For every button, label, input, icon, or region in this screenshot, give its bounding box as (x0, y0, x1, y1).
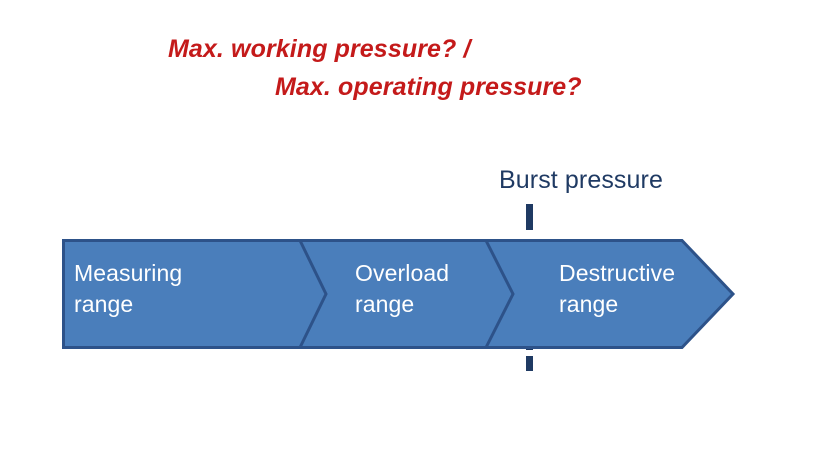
dash-segment-5 (526, 356, 533, 371)
dash-segment-1 (526, 204, 533, 230)
stage-label-overload-range: Overload range (355, 258, 449, 320)
max-operating-pressure-annotation: Max. operating pressure? (275, 73, 582, 101)
stage-label-measuring-range: Measuring range (74, 258, 182, 320)
chevron-divider-2 (484, 239, 515, 349)
burst-pressure-label: Burst pressure (499, 166, 663, 194)
stage-label-destructive-range: Destructive range (559, 258, 675, 320)
stage-label-line-2: range (355, 291, 415, 317)
arrow-banner-shape (62, 239, 736, 349)
arrow-body (62, 239, 736, 349)
stage-label-line-2: range (559, 291, 619, 317)
stage-label-line-1: Destructive (559, 260, 676, 286)
max-working-pressure-annotation: Max. working pressure? / (168, 35, 471, 63)
stage-label-line-2: range (74, 291, 134, 317)
chevron-divider-1 (298, 239, 328, 349)
stage-label-line-1: Overload (355, 260, 450, 286)
stage-label-line-1: Measuring (74, 260, 183, 286)
pressure-range-arrow-banner (62, 239, 736, 349)
